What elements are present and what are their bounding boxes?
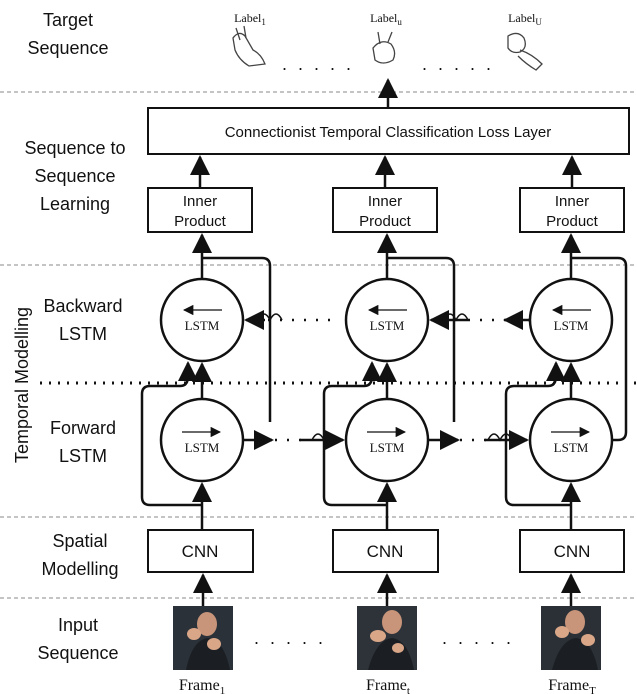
input-frame-t: [357, 606, 417, 670]
target-dots-left: . . . . .: [282, 54, 354, 74]
input-frame-1: [173, 606, 233, 670]
inner-product-box-t: [332, 187, 438, 233]
column-t: Inner Product LSTM LSTM CNN: [300, 155, 470, 573]
label-input-line2: Sequence: [37, 643, 118, 663]
label-temporal-modelling: Temporal Modelling: [12, 307, 32, 463]
inner-product-label-ta: Inner: [368, 193, 402, 210]
cnn-to-backward-bypass-T: [504, 361, 571, 507]
forward-lstm-label-T: LSTM: [554, 440, 589, 455]
inner-product-label-Ta: Inner: [555, 193, 589, 210]
label-backward-line1: Backward: [43, 296, 122, 316]
label-seq2seq-line3: Learning: [40, 194, 110, 214]
column-1: Inner Product LSTM LSTM CNN: [140, 155, 283, 573]
forward-to-ip-bypass-T: [571, 256, 628, 442]
frame-label-t: Framet: [366, 677, 410, 694]
target-dots-right: . . . . .: [422, 54, 494, 74]
label-spatial-line2: Modelling: [41, 559, 118, 579]
forward-to-ip-bypass-1: [202, 256, 272, 422]
frame-dots-left: . . . . .: [254, 628, 326, 648]
frame-label-1: Frame1: [179, 677, 225, 694]
label-forward-line2: LSTM: [59, 446, 107, 466]
forward-lstm-label-1: LSTM: [185, 440, 220, 455]
backward-lstm-label-T: LSTM: [554, 318, 589, 333]
forward-to-ip-bypass-t: [387, 256, 456, 422]
input-frame-T: [541, 606, 601, 670]
ctc-loss-box: [147, 107, 630, 155]
target-hand-u: [372, 31, 396, 64]
cnn-box-t: [332, 529, 439, 573]
inner-product-label-1a: Inner: [183, 193, 217, 210]
cnn-to-backward-bypass-1: [140, 361, 202, 507]
cnn-label-t: CNN: [367, 542, 404, 561]
label-target-line1: Target: [43, 10, 93, 30]
column-T: Inner Product LSTM LSTM CNN: [485, 155, 628, 573]
section-separators: [0, 91, 637, 599]
label-spatial-line1: Spatial: [52, 531, 107, 551]
forward-hop-T: [487, 433, 513, 442]
cnn-label-1: CNN: [182, 542, 219, 561]
cnn-box-1: [147, 529, 254, 573]
inner-product-label-Tb: Product: [546, 213, 599, 230]
inner-product-label-tb: Product: [359, 213, 412, 230]
inner-product-label-1b: Product: [174, 213, 227, 230]
label-forward-line1: Forward: [50, 418, 116, 438]
target-label-1: Label1: [234, 11, 266, 27]
forward-lstm-label-t: LSTM: [370, 440, 405, 455]
label-seq2seq-line2: Sequence: [34, 166, 115, 186]
forward-hop-t: [311, 433, 337, 442]
cnn-box-T: [519, 529, 625, 573]
ctc-loss-label: Connectionist Temporal Classification Lo…: [225, 124, 552, 141]
label-input-line1: Input: [58, 615, 98, 635]
label-seq2seq-line1: Sequence to: [24, 138, 125, 158]
backward-lstm-label-1: LSTM: [185, 318, 220, 333]
backward-lstm-label-t: LSTM: [370, 318, 405, 333]
target-hand-1: [232, 25, 266, 67]
frame-label-T: FrameT: [548, 677, 596, 694]
backward-hop-t: [443, 313, 469, 322]
label-target-line2: Sequence: [27, 38, 108, 58]
cnn-to-backward-bypass-t: [322, 361, 387, 507]
label-backward-line2: LSTM: [59, 324, 107, 344]
section-labels: Target Sequence Sequence to Sequence Lea…: [12, 10, 126, 663]
target-label-U: LabelU: [508, 11, 542, 27]
cnn-label-T: CNN: [554, 542, 591, 561]
frame-dots-right: . . . . .: [442, 628, 514, 648]
target-label-u: Labelu: [370, 11, 402, 27]
target-hand-U: [507, 32, 543, 71]
